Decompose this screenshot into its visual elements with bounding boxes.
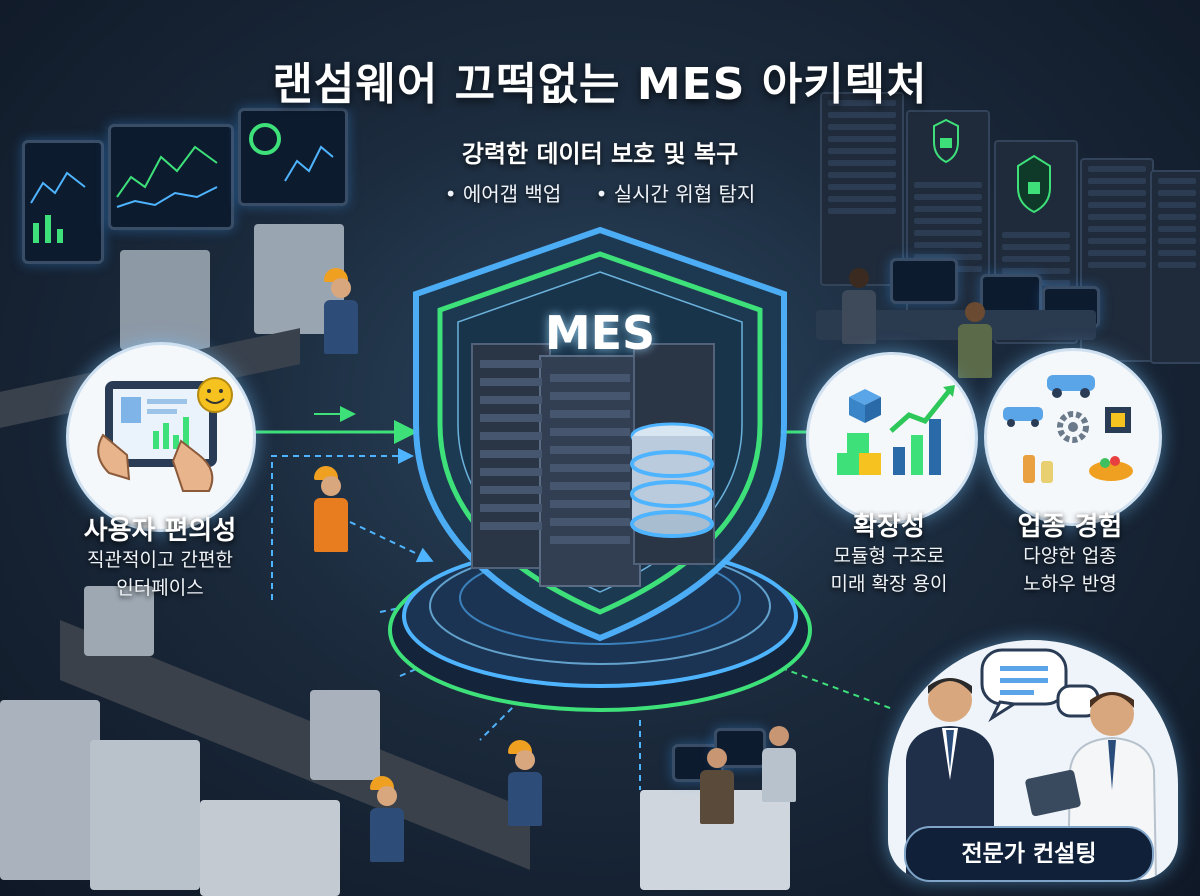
worker-figure: [324, 268, 358, 354]
speech-bubble-icon: [980, 648, 1068, 723]
bullet-airgap-backup: • 에어갭 백업: [444, 182, 562, 206]
bullet-threat-detection: • 실시간 위협 탐지: [595, 182, 756, 206]
industry-icons: [1003, 375, 1133, 483]
lock-icon: [933, 118, 959, 164]
monitor-dashboard-3: [238, 108, 348, 206]
bottle-icon: [1023, 455, 1035, 483]
worker-figure: [700, 748, 734, 824]
factory-machine: [84, 586, 154, 656]
gear-icon: [1057, 411, 1089, 443]
car-icon: [1003, 375, 1095, 427]
page-title: 랜섬웨어 끄떡없는 MES 아키텍처: [272, 59, 928, 110]
scalability-title: 확장성: [853, 512, 925, 542]
factory-machine: [90, 740, 200, 890]
factory-machine: [200, 800, 340, 896]
header-bullets: • 에어갭 백업 • 실시간 위협 탐지: [0, 178, 1200, 207]
server-rack: [820, 92, 904, 286]
chart-icon: [116, 145, 218, 208]
monitor-dashboard-2: [108, 124, 234, 230]
worker-figure: [370, 776, 404, 862]
usability-desc-2: 인터페이스: [116, 577, 204, 599]
factory-machine: [0, 700, 100, 880]
industry-desc-2: 노하우 반영: [1023, 573, 1117, 595]
industry-circle: [984, 348, 1162, 526]
scalability-desc-2: 미래 확장 용이: [830, 573, 948, 595]
smiley-icon: [197, 377, 233, 413]
worker-figure: [762, 726, 796, 802]
header-subtitle: 강력한 데이터 보호 및 복구: [461, 140, 739, 168]
growth-chart-icon: [837, 385, 955, 475]
tablet-icon: [97, 381, 217, 492]
factory-machine: [120, 250, 210, 350]
usability-circle: [66, 342, 256, 532]
worker-figure: [314, 466, 348, 552]
factory-machine: [310, 690, 380, 780]
usability-title: 사용자 편의성: [83, 516, 237, 546]
scalability-desc-1: 모듈형 구조로: [833, 545, 945, 567]
worker-figure: [508, 740, 542, 826]
mes-label: MES: [544, 306, 656, 360]
worker-figure: [842, 268, 876, 344]
chart-icon: [249, 123, 334, 182]
chart-icon: [30, 171, 86, 243]
monitor-dashboard-1: [22, 140, 104, 264]
worker-figure: [958, 302, 992, 378]
industry-title: 업종 경험: [1017, 512, 1123, 542]
scalability-circle: [806, 352, 978, 524]
security-monitor: [890, 258, 958, 304]
database-icon: [630, 422, 714, 538]
usability-desc-1: 직관적이고 간편한: [87, 549, 233, 571]
chip-icon: [1105, 407, 1131, 433]
consulting-badge: 전문가 컨설팅: [904, 826, 1154, 882]
lock-icon: [1017, 154, 1051, 214]
industry-desc-1: 다양한 업종: [1023, 545, 1117, 567]
server-rack: [1150, 170, 1200, 364]
